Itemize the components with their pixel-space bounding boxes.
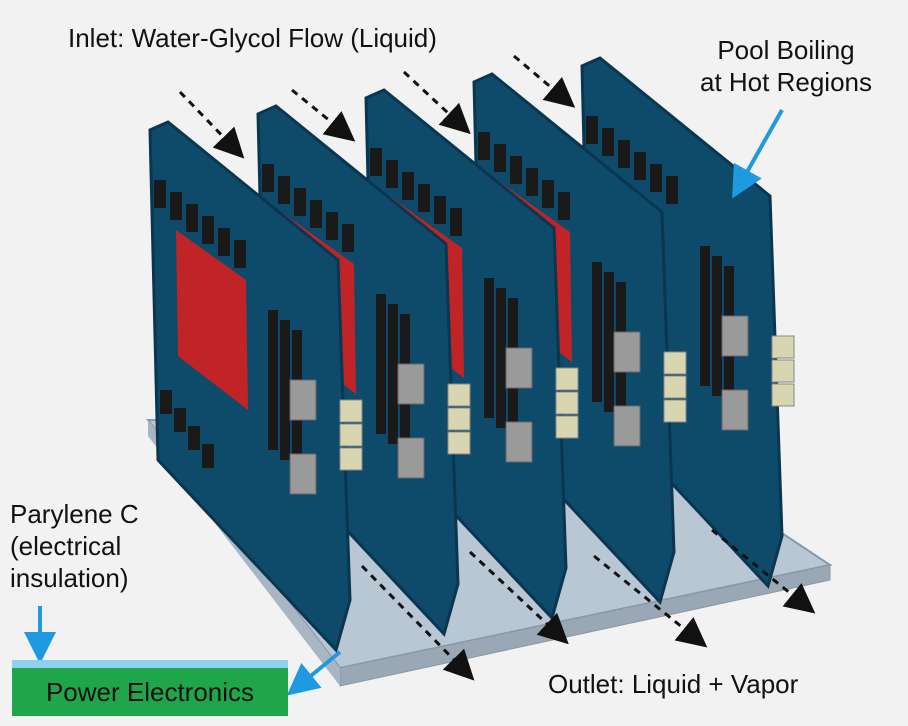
chip [202,216,214,244]
chip [510,156,522,184]
gray-component [505,347,533,389]
parylene-label: Parylene C (electrical insulation) [10,498,139,594]
pcb-board [148,120,363,653]
beige-component [771,359,795,383]
chip [618,140,630,168]
beige-component [771,335,795,359]
beige-component [555,415,579,439]
beige-component [339,423,363,447]
chip [234,240,246,268]
chip [634,152,646,180]
chip [376,294,386,434]
chip [202,444,214,468]
chip [484,278,494,418]
chip [154,180,166,208]
beige-component [555,367,579,391]
chip [174,408,186,432]
chip [700,246,710,386]
inlet-arrow-icon [513,54,576,108]
chip [526,168,538,196]
chip [402,172,414,200]
chip [388,304,398,444]
gray-component [613,331,641,373]
chip [160,390,172,414]
gray-component [721,315,749,357]
beige-component [663,375,687,399]
chip [370,148,382,176]
parylene-line-1: Parylene C [10,499,139,529]
chip [450,208,462,236]
chip [186,204,198,232]
chip [542,180,554,208]
chip [170,192,182,220]
beige-component [663,399,687,423]
pcb-boards [148,56,795,653]
gray-component [505,421,533,463]
chip [434,196,446,224]
chip [496,288,506,428]
outlet-label: Outlet: Liquid + Vapor [548,669,799,699]
chip [262,164,274,192]
chip [712,256,722,396]
inlet-label: Inlet: Water-Glycol Flow (Liquid) [68,23,437,53]
chip [386,160,398,188]
chip [268,310,278,450]
gray-component [289,379,317,421]
chip [218,228,230,256]
chip [558,192,570,220]
parylene-line-2: (electrical [10,531,122,561]
gray-component [397,363,425,405]
chip [188,426,200,450]
beige-component [447,383,471,407]
chip [586,116,598,144]
parylene-line-3: insulation) [10,563,129,593]
beige-component [339,447,363,471]
outlet-arrows [360,528,816,681]
chip [478,132,490,160]
gray-component [289,453,317,495]
chip [294,188,306,216]
chip [280,320,290,460]
inlet-arrow-icon [178,90,245,159]
inlet-arrows [178,54,576,159]
chip [650,164,662,192]
beige-component [771,383,795,407]
gray-component [721,389,749,431]
gray-component [397,437,425,479]
chip [604,272,614,412]
chip [666,176,678,204]
chip [342,224,354,252]
chip [494,144,506,172]
outlet-arrow-icon [360,564,475,681]
pool-line-1: Pool Boiling [717,35,855,65]
chip [310,200,322,228]
beige-component [663,351,687,375]
chip [326,212,338,240]
outlet-arrow-icon [593,554,708,648]
chip [418,184,430,212]
power-electronics-label: Power Electronics [45,677,255,707]
beige-component [447,431,471,455]
inlet-arrow-icon [402,70,471,135]
beige-component [339,399,363,423]
beige-component [447,407,471,431]
chip [278,176,290,204]
pe-pointer-icon [286,650,342,696]
chip [592,262,602,402]
pointer-arrows [24,109,784,696]
gray-component [613,405,641,447]
hot-region [176,230,248,410]
beige-component [555,391,579,415]
pool-pointer-icon [732,109,784,199]
inlet-arrow-icon [291,88,356,142]
power-electronics-box: Power Electronics [12,660,288,716]
pool-boiling-label: Pool Boiling at Hot Regions [700,34,872,98]
pool-line-2: at Hot Regions [700,67,872,97]
chip [602,128,614,156]
